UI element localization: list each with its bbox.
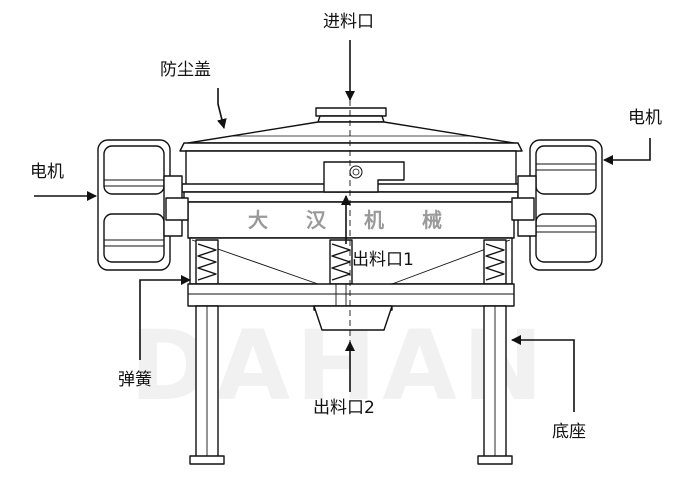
spring-right xyxy=(483,239,507,285)
label-outlet-2: 出料口2 xyxy=(313,398,375,418)
base-arrow xyxy=(511,335,575,412)
motor-left xyxy=(97,139,189,271)
body-brand-text: 大汉机械 xyxy=(248,208,480,232)
motor-right xyxy=(511,139,603,271)
motor-right-arrow xyxy=(603,138,651,165)
label-outlet-1: 出料口1 xyxy=(352,250,414,270)
spring-left xyxy=(195,239,219,285)
feed-inlet-flange xyxy=(315,107,387,123)
label-motor-right: 电机 xyxy=(628,108,662,128)
label-motor-left: 电机 xyxy=(30,162,64,182)
dust-cover xyxy=(187,121,515,144)
base-frame xyxy=(187,283,515,331)
label-feed-inlet: 进料口 xyxy=(323,12,374,32)
leg-right xyxy=(477,305,513,465)
spring-arrow xyxy=(139,275,191,360)
label-base: 底座 xyxy=(552,422,586,442)
leg-left xyxy=(189,305,225,465)
dust-cover-arrow xyxy=(216,88,227,129)
label-spring: 弹簧 xyxy=(118,370,152,390)
spring-center xyxy=(329,239,353,285)
label-dust-cover: 防尘盖 xyxy=(160,60,211,80)
